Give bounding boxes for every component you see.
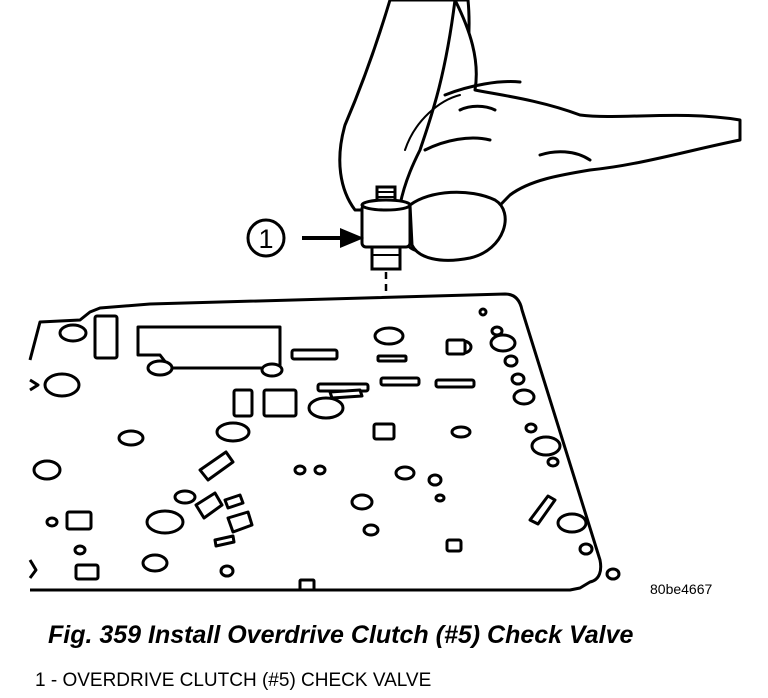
image-code: 80be4667 — [650, 581, 713, 597]
callout-number: 1 — [258, 224, 273, 254]
hand-icon — [338, 0, 742, 262]
legend-item: 1 - OVERDRIVE CLUTCH (#5) CHECK VALVE — [35, 670, 432, 691]
callout-circle — [246, 218, 286, 258]
callout: 1 — [246, 218, 364, 258]
check-valve-icon — [360, 185, 412, 271]
figure-caption: Fig. 359 Install Overdrive Clutch (#5) C… — [48, 621, 634, 649]
illustration: 1 — [28, 0, 742, 597]
arrow-right-icon — [302, 228, 364, 248]
separator-plate-icon — [28, 292, 621, 592]
